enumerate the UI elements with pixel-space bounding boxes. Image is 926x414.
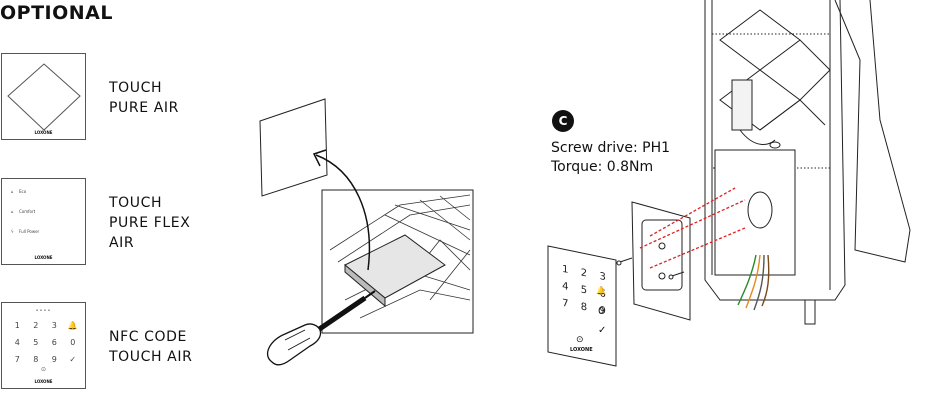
key: 1 bbox=[14, 321, 20, 330]
key: 1 bbox=[562, 263, 569, 276]
arrow-icon bbox=[315, 154, 371, 271]
keypad-device bbox=[547, 245, 617, 367]
key: 2 bbox=[580, 267, 588, 280]
eco-icon: ⌂ bbox=[11, 189, 14, 194]
section-title: OPTIONAL bbox=[0, 2, 113, 24]
key: 5 bbox=[580, 284, 588, 297]
device-bell-icon: 🔔 bbox=[596, 286, 606, 295]
key: 8 bbox=[33, 355, 39, 364]
device-home-icon: ⊙ bbox=[576, 335, 584, 345]
loxone-logo: LOXONE bbox=[34, 255, 53, 260]
product-label-nfc-code-touch-air: NFC CODE TOUCH AIR bbox=[109, 329, 193, 365]
loxone-logo: LOXONE bbox=[34, 130, 53, 135]
screw-drive-spec: Screw drive: PH1 bbox=[551, 140, 671, 156]
screw-icon bbox=[616, 257, 685, 280]
terminal-block bbox=[731, 79, 753, 131]
keypad: 1 2 3 🔔 4 5 6 0 7 8 9 ✓ bbox=[8, 321, 82, 364]
key: 3 bbox=[599, 271, 606, 284]
cover-plate bbox=[259, 98, 328, 197]
torque-spec: Torque: 0.8Nm bbox=[551, 159, 654, 175]
touch-pure-air-panel: LOXONE bbox=[1, 53, 86, 140]
flex-row-eco: ⌂Eco bbox=[11, 189, 27, 194]
check-icon: ✓ bbox=[69, 355, 77, 364]
key: 7 bbox=[14, 355, 20, 364]
key: 4 bbox=[562, 280, 569, 293]
wires bbox=[737, 254, 770, 311]
device-loxone-logo: LOXONE bbox=[570, 347, 593, 353]
device-zero-key: 0 bbox=[598, 306, 605, 317]
pin-dots: •••• bbox=[35, 308, 52, 314]
key: 9 bbox=[51, 355, 57, 364]
key: 4 bbox=[14, 338, 20, 347]
loxone-logo: LOXONE bbox=[34, 379, 53, 384]
nfc-code-touch-air-panel: •••• 1 2 3 🔔 4 5 6 0 7 8 9 ✓ ⊙ LOXONE bbox=[1, 302, 86, 389]
alignment-lines bbox=[639, 187, 746, 269]
flex-row-comfort: ⌂Comfort bbox=[11, 209, 36, 214]
key: 0 bbox=[70, 338, 76, 347]
step-badge: C bbox=[552, 110, 574, 132]
diamond-pattern-icon bbox=[7, 63, 81, 131]
cable-opening bbox=[747, 191, 773, 229]
screwdriver-icon bbox=[267, 290, 376, 366]
lightning-icon: ϟ bbox=[11, 229, 14, 234]
key: 5 bbox=[33, 338, 39, 347]
home-icon: ⌂ bbox=[11, 209, 14, 214]
home-button-icon: ⊙ bbox=[40, 366, 47, 373]
product-label-touch-pure-air: TOUCH PURE AIR bbox=[109, 80, 179, 116]
device-check-icon: ✓ bbox=[598, 325, 607, 336]
bell-icon: 🔔 bbox=[67, 321, 78, 330]
key: 2 bbox=[33, 321, 39, 330]
key: 3 bbox=[51, 321, 57, 330]
support-post bbox=[804, 299, 816, 325]
key: 6 bbox=[51, 338, 57, 347]
product-label-touch-pure-flex-air: TOUCH PURE FLEX AIR bbox=[109, 195, 191, 251]
